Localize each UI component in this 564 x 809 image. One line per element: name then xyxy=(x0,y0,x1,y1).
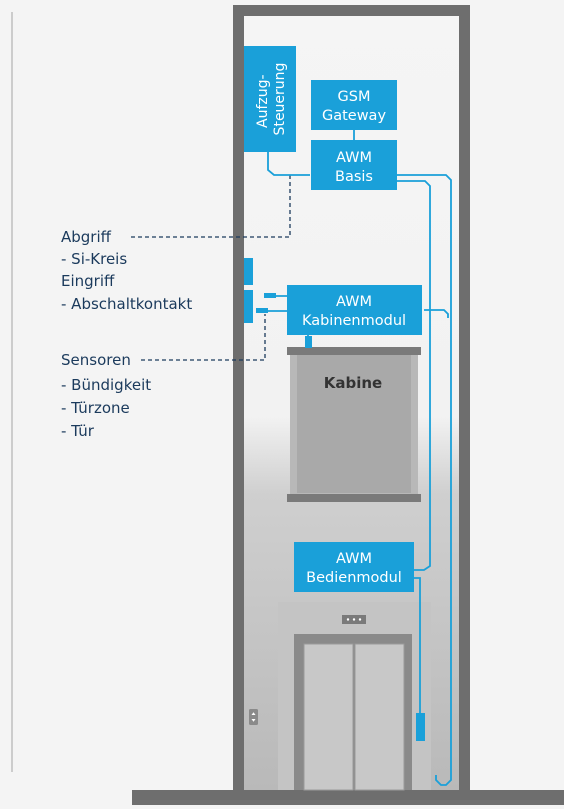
awm-basis-line1: AWM xyxy=(336,150,372,166)
cabin-bottom xyxy=(287,494,421,502)
label-abgriff: Abgriff xyxy=(61,228,111,246)
cabin-inner xyxy=(297,354,411,493)
sensor-tab-2 xyxy=(256,308,268,313)
svg-text:Aufzug- Steuerung: Aufzug- Steuerung xyxy=(255,63,288,136)
gsm-gateway-line2: Gateway xyxy=(322,108,386,124)
eingriff-contact xyxy=(244,290,253,323)
awm-bedienmodul-line2: Bedienmodul xyxy=(306,570,402,586)
shaft-right-wall xyxy=(459,5,470,795)
label-tuer: - Tür xyxy=(61,422,94,440)
label-si-kreis: - Si-Kreis xyxy=(61,250,128,268)
door-right xyxy=(354,643,405,791)
awm-kabinenmodul-box: AWM Kabinenmodul xyxy=(287,285,422,335)
label-eingriff: Eingriff xyxy=(61,272,115,290)
label-sensoren: Sensoren xyxy=(61,351,131,369)
cabin-sensor xyxy=(305,336,312,348)
bedien-sensor xyxy=(416,713,425,741)
aufzug-steuerung-box: Aufzug- Steuerung xyxy=(244,46,296,152)
cabin-top xyxy=(287,347,421,355)
aufzug-steuerung-line2: Steuerung xyxy=(272,63,288,136)
leader-lines xyxy=(131,175,291,361)
awm-kabinenmodul-line2: Kabinenmodul xyxy=(302,313,406,329)
gsm-gateway-box: GSM Gateway xyxy=(311,80,397,130)
sensoren-leader xyxy=(141,314,266,361)
sensor-tab-1 xyxy=(264,293,276,298)
label-tuerzone: - Türzone xyxy=(61,399,130,417)
awm-bedienmodul-box: AWM Bedienmodul xyxy=(294,542,414,592)
shaft-left-wall xyxy=(233,5,244,795)
awm-basis-box: AWM Basis xyxy=(311,140,397,190)
awm-kabinenmodul-line1: AWM xyxy=(336,294,372,310)
awm-bedienmodul-line1: AWM xyxy=(336,551,372,567)
floor xyxy=(132,790,564,805)
call-button-icon xyxy=(249,709,258,725)
label-buendigkeit: - Bündigkeit xyxy=(61,376,152,394)
kabine-label: Kabine xyxy=(324,374,382,392)
awm-basis-line2: Basis xyxy=(335,169,373,185)
label-abschaltkontakt: - Abschaltkontakt xyxy=(61,295,193,313)
shaft-top-wall xyxy=(233,5,470,16)
gsm-gateway-line1: GSM xyxy=(338,89,371,105)
aufzug-steuerung-line1: Aufzug- xyxy=(255,74,271,128)
abgriff-leader xyxy=(131,175,291,238)
door-left xyxy=(303,643,354,791)
abgriff-contact xyxy=(244,258,253,285)
